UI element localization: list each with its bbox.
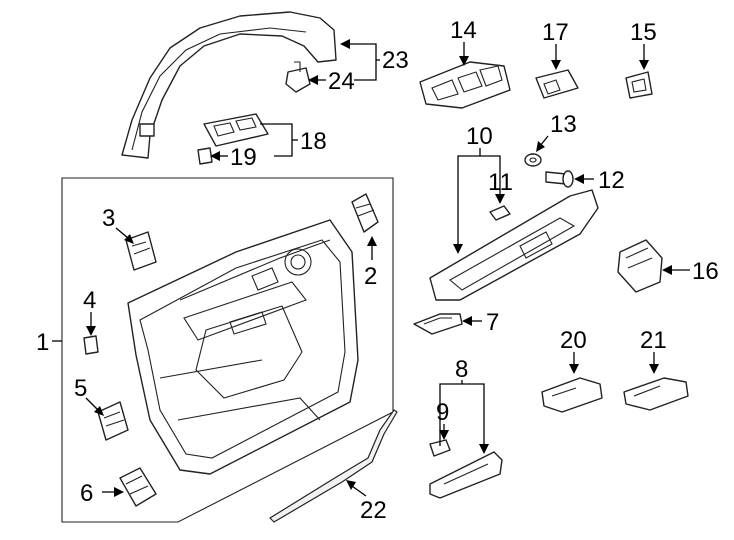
- weatherstrip-part-22: [269, 409, 398, 523]
- switch-part-18: [203, 113, 269, 147]
- leader-lines: [52, 39, 690, 497]
- callout-7: 7: [486, 309, 499, 336]
- callout-4: 4: [83, 287, 96, 314]
- clip-part-6: [119, 467, 157, 507]
- screw-part-12: [545, 170, 574, 188]
- upper-garnish-part-23: [121, 11, 337, 159]
- assembly-frame: [61, 177, 394, 523]
- callout-10: 10: [466, 123, 493, 150]
- door-trim-panel: [127, 219, 359, 475]
- switch-part-15: [625, 71, 653, 99]
- washer-part-13: [524, 153, 542, 167]
- callout-labels: 1 2 3 4 5 6 7 8 9 10 11 12 13 14 15 16 1…: [36, 17, 719, 524]
- callout-3: 3: [102, 205, 115, 232]
- switch-part-20: [541, 377, 603, 413]
- master-switch-part-14: [419, 61, 511, 109]
- switch-part-16: [617, 239, 663, 293]
- callout-14: 14: [450, 17, 477, 44]
- callout-15: 15: [630, 19, 657, 46]
- retainer-part-4: [83, 335, 99, 355]
- callout-20: 20: [560, 327, 587, 354]
- callout-23: 23: [382, 47, 409, 74]
- bezel-part-8: [429, 451, 503, 499]
- callout-21: 21: [640, 327, 667, 354]
- callout-1: 1: [36, 329, 49, 356]
- clip-part-5: [97, 401, 129, 441]
- insert-part-11: [489, 205, 511, 221]
- callout-19: 19: [230, 144, 257, 171]
- bracket-part-19: [197, 147, 213, 165]
- clip-part-9: [429, 439, 451, 457]
- clip-part-24: [285, 61, 311, 93]
- callout-13: 13: [550, 111, 577, 138]
- callout-11: 11: [488, 169, 513, 196]
- clip-part-2: [351, 193, 379, 233]
- callout-2: 2: [364, 263, 377, 290]
- callout-9: 9: [436, 399, 449, 426]
- callout-18: 18: [300, 128, 327, 155]
- callout-24: 24: [328, 68, 355, 95]
- armrest-part-10: [429, 189, 599, 301]
- callout-12: 12: [598, 167, 625, 194]
- switch-part-17: [535, 69, 579, 99]
- switch-part-21: [623, 377, 689, 411]
- callout-16: 16: [692, 258, 719, 285]
- callout-22: 22: [360, 497, 387, 524]
- callout-5: 5: [74, 375, 87, 402]
- inside-handle-part-7: [413, 313, 463, 335]
- callout-6: 6: [80, 480, 93, 507]
- callout-17: 17: [542, 19, 569, 46]
- callout-8: 8: [455, 356, 468, 383]
- clip-part-3: [125, 231, 157, 271]
